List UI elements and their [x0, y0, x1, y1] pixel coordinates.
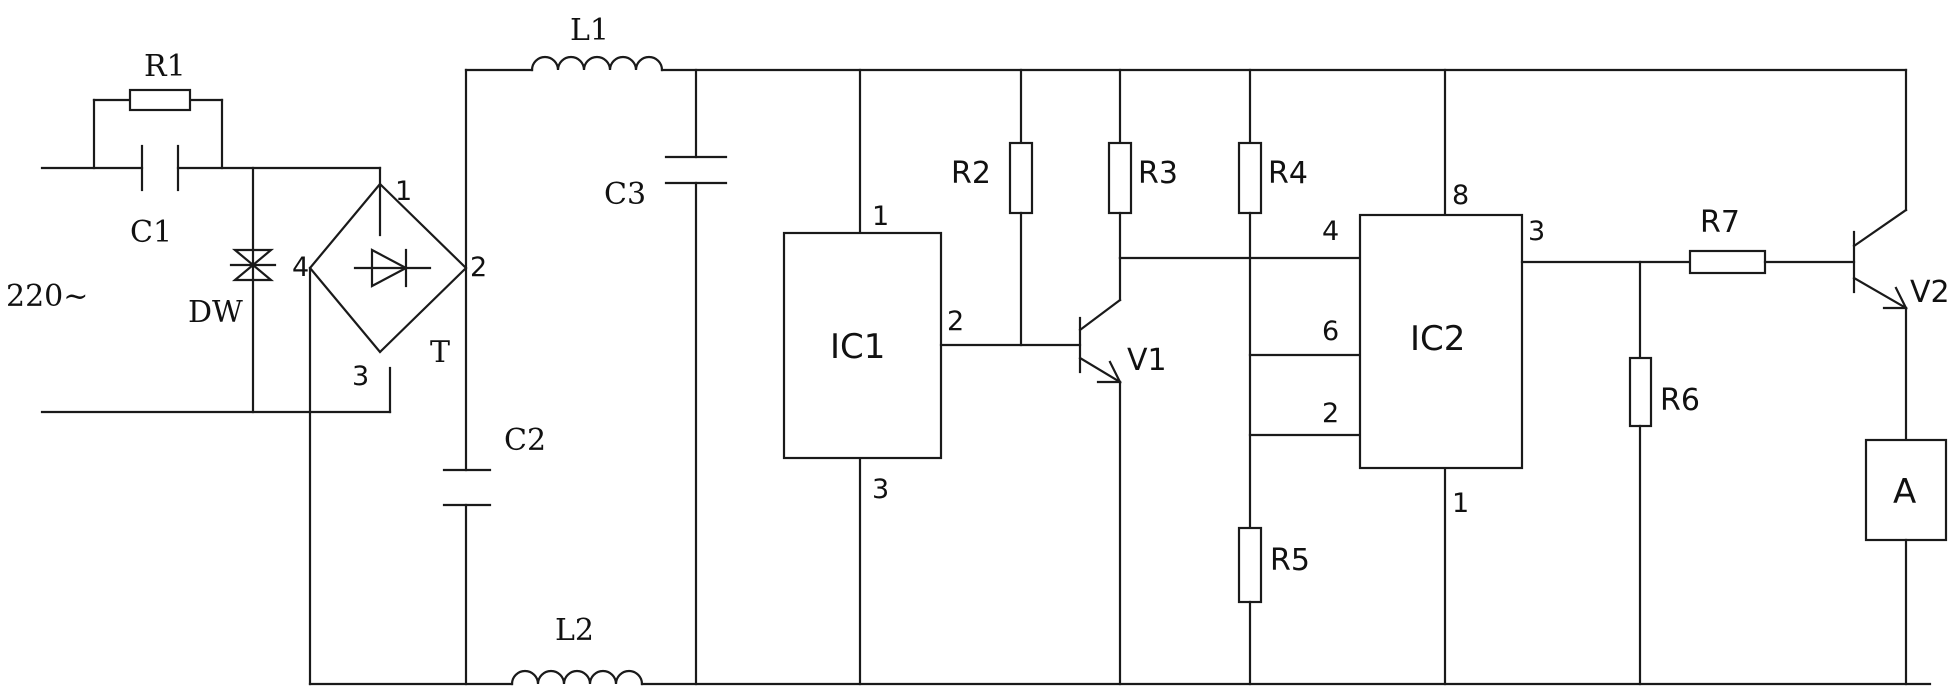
- voltage-label-220: 220~: [6, 279, 88, 314]
- transistor-v2: [1852, 208, 1908, 310]
- ic2-pin-6: 6: [1322, 316, 1339, 347]
- zener-diode-dw: [229, 248, 277, 282]
- resistor-r4: [1237, 141, 1263, 215]
- load-a: [1864, 438, 1948, 542]
- ic2-chip: [1358, 213, 1524, 470]
- ic2-pin-1: 1: [1452, 488, 1469, 519]
- capacitor-c3: [664, 155, 728, 185]
- resistor-r2: [1008, 141, 1034, 215]
- ic2-pin-3: 3: [1528, 216, 1545, 247]
- capacitor-c2: [442, 468, 492, 507]
- label-l1: L1: [570, 13, 609, 48]
- inductor-l1: [530, 55, 664, 72]
- label-c2: C2: [504, 423, 546, 458]
- bridge-pin-3: 3: [352, 361, 369, 392]
- transistor-v1: [1078, 298, 1122, 384]
- label-ic2: IC2: [1410, 319, 1465, 359]
- label-r4: R4: [1268, 156, 1308, 191]
- inductor-l2: [510, 669, 644, 686]
- bridge-rectifier-t: [308, 182, 468, 354]
- label-v2: V2: [1910, 275, 1950, 310]
- label-c1: C1: [130, 215, 172, 250]
- label-r6: R6: [1660, 383, 1700, 418]
- label-c3: C3: [604, 177, 646, 212]
- ic2-pin-4: 4: [1322, 216, 1339, 247]
- label-v1: V1: [1127, 343, 1167, 378]
- capacitor-c1: [140, 144, 180, 192]
- resistor-r3: [1107, 141, 1133, 215]
- bridge-pin-1: 1: [395, 176, 412, 207]
- label-a: A: [1893, 472, 1916, 512]
- label-dw: DW: [188, 295, 243, 330]
- label-r1: R1: [144, 49, 186, 84]
- ic1-pin-3: 3: [872, 474, 889, 505]
- label-r2: R2: [951, 156, 991, 191]
- label-r7: R7: [1700, 205, 1740, 240]
- label-t: T: [430, 335, 450, 370]
- ic1-pin-2: 2: [947, 306, 964, 337]
- bridge-pin-4: 4: [292, 252, 309, 283]
- ac-input-wiring: [40, 98, 392, 414]
- bridge-pin-2: 2: [470, 252, 487, 283]
- label-r5: R5: [1270, 543, 1310, 578]
- ic2-pin-2: 2: [1322, 398, 1339, 429]
- resistor-r1: [128, 88, 192, 112]
- resistor-r6: [1628, 356, 1653, 428]
- label-r3: R3: [1138, 156, 1178, 191]
- ic1-pin-1: 1: [872, 201, 889, 232]
- label-ic1: IC1: [830, 327, 885, 367]
- resistor-r5: [1237, 526, 1263, 604]
- label-l2: L2: [555, 613, 594, 648]
- ic2-pin-8: 8: [1452, 180, 1469, 211]
- resistor-r7: [1688, 249, 1767, 275]
